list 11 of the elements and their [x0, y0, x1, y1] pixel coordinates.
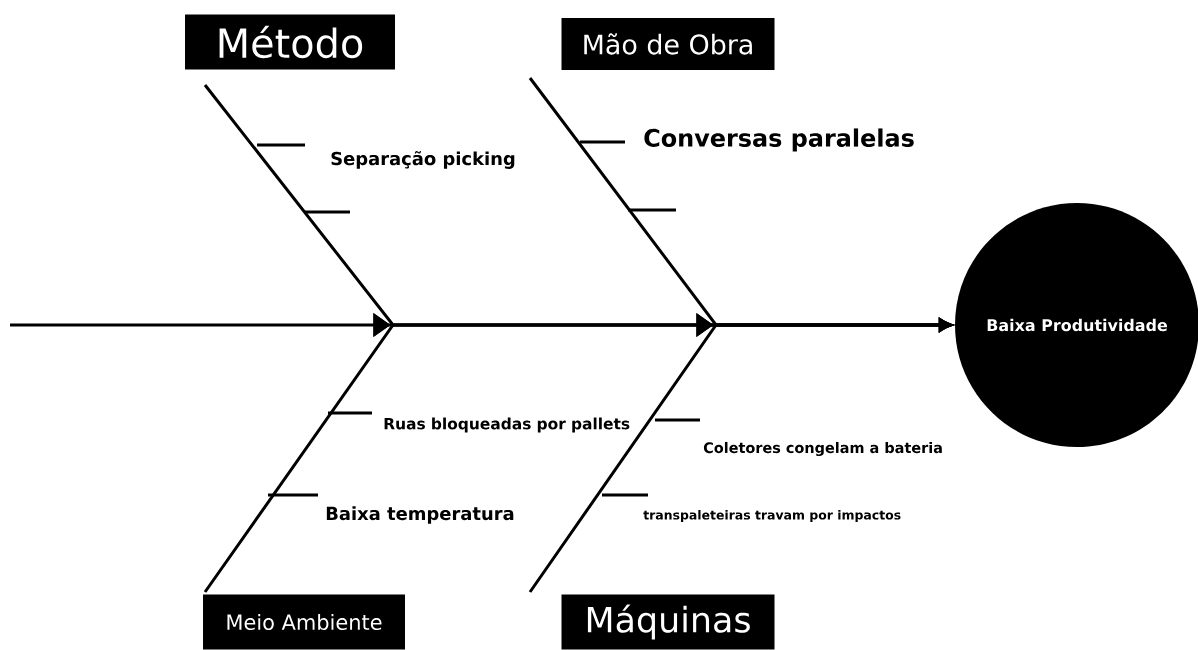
bone-arrow [528, 313, 952, 593]
category-box: Método [185, 14, 395, 70]
cause-label: Coletores congelam a bateria [703, 441, 942, 457]
cause-label: Ruas bloqueadas por pallets [384, 417, 630, 433]
category-box: Mão de Obra [561, 18, 775, 70]
category-box: Máquinas [561, 594, 775, 650]
cause-label: Separação picking [331, 151, 515, 169]
cause-label: Conversas paralelas [644, 128, 914, 152]
cause-label: transpaleteiras travam por impactos [643, 509, 901, 522]
category-box: Meio Ambiente [203, 594, 405, 650]
cause-label: Baixa temperatura [326, 506, 514, 524]
